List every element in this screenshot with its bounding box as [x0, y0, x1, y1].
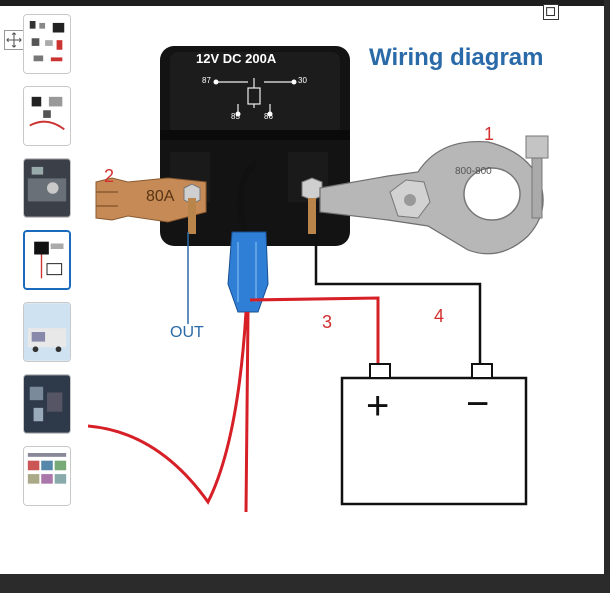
image-viewer: Wiring diagram 12V DC 200A 87 30 85 86 8… — [0, 4, 604, 574]
red-wire — [88, 311, 250, 513]
clamp-stamp: 800-800 — [455, 166, 492, 177]
square-icon[interactable] — [543, 4, 559, 20]
callout-3: 3 — [322, 312, 333, 332]
red-wire-positive — [249, 296, 380, 366]
expand-icon[interactable] — [4, 30, 24, 50]
out-label: OUT — [170, 324, 204, 341]
battery-positive-symbol: + — [366, 384, 390, 428]
black-wire-negative — [314, 234, 482, 366]
pin-87-label: 87 — [202, 76, 211, 85]
callout-2: 2 — [104, 166, 115, 186]
callout-4: 4 — [434, 306, 445, 326]
battery — [340, 376, 528, 506]
thumbnail-7[interactable] — [23, 446, 71, 506]
wiring-diagram-image — [88, 12, 604, 552]
thumbnail-5[interactable] — [23, 302, 71, 362]
thumbnail-1[interactable] — [23, 14, 71, 74]
pin-86-label: 86 — [264, 112, 273, 121]
bottom-bar — [0, 574, 610, 593]
pin-30-label: 30 — [298, 76, 307, 85]
relay-rating: 12V DC 200A — [196, 51, 277, 66]
thumbnail-4[interactable] — [23, 230, 71, 290]
thumbnail-6[interactable] — [23, 374, 71, 434]
battery-negative-symbol: − — [466, 382, 490, 426]
thumbnail-3[interactable] — [23, 158, 71, 218]
lug-stamp: 80A — [146, 188, 175, 205]
copper-lug — [95, 177, 207, 223]
pin-85-label: 85 — [231, 112, 240, 121]
thumbnail-2[interactable] — [23, 86, 71, 146]
callout-1: 1 — [484, 124, 495, 144]
window-edge — [604, 0, 610, 593]
thumbnail-rail — [0, 6, 80, 574]
diagram-title: Wiring diagram — [369, 44, 544, 71]
